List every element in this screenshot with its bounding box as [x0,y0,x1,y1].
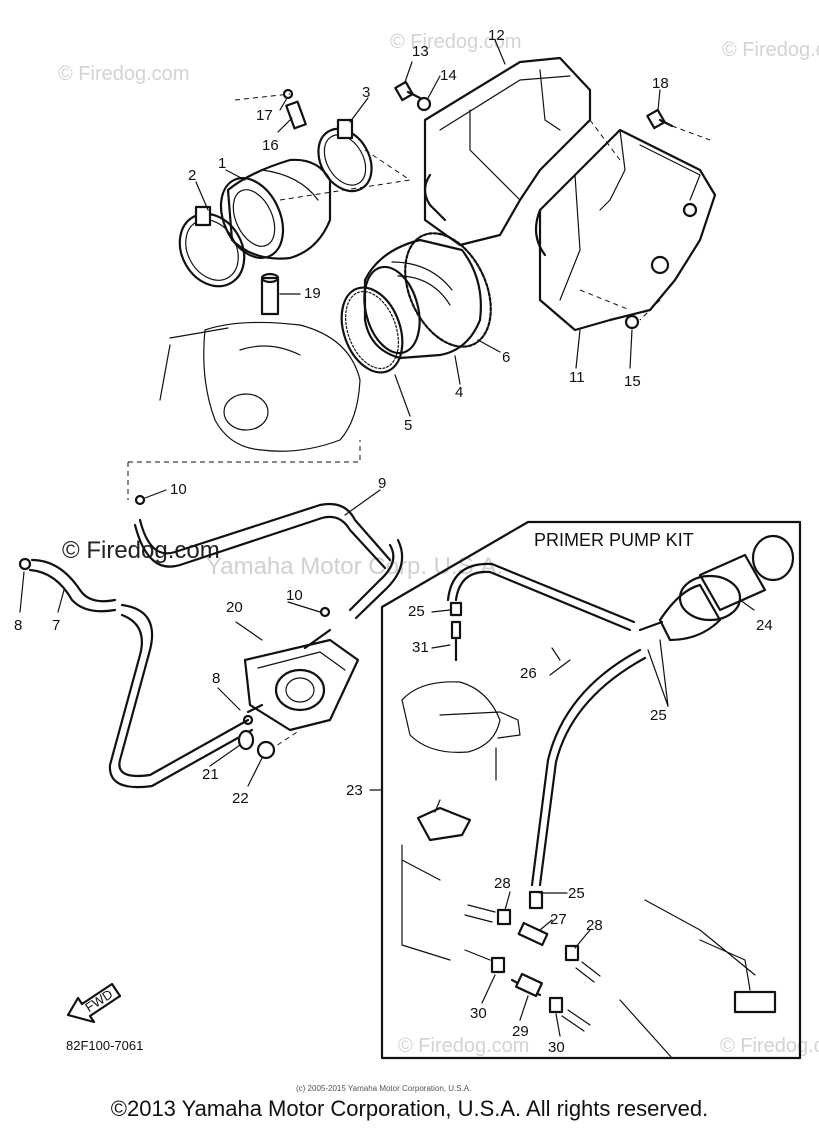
callout-8-pump: 8 [212,670,220,687]
callout-26: 26 [520,665,537,682]
callout-27: 27 [550,911,567,928]
parts-21-22 [237,729,276,760]
part-7-hose [28,558,254,789]
callout-10-mid: 10 [286,587,303,604]
callout-8-left: 8 [14,617,22,634]
primer-pump-kit-box [369,520,802,1060]
part-20-fuel-pump [243,628,360,751]
callout-13: 13 [412,43,429,60]
callout-30-left: 30 [470,1005,487,1022]
part-12-airbox-upper [423,56,621,247]
kit-lower-fittings [401,859,777,1059]
callout-25-right: 25 [650,707,667,724]
part-4-boot [363,238,482,360]
callout-1: 1 [218,155,226,172]
part-5-ring [340,286,404,374]
callout-29: 29 [512,1023,529,1040]
watermark-top-center: © Firedog.com [390,31,521,53]
callout-9: 9 [378,475,386,492]
guide-lines [234,93,661,321]
part-31-fitting [449,601,463,662]
callout-18: 18 [652,75,669,92]
callout-28-right: 28 [586,917,603,934]
part-11-airbox-lower [534,128,717,332]
callout-25-top: 25 [408,603,425,620]
part-19-sleeve [260,272,280,316]
watermark-top-right: © Firedog.com [722,39,819,61]
callouts: 1 2 3 4 5 6 7 8 8 9 10 10 11 12 13 14 15… [14,27,773,1056]
watermark-top-left: © Firedog.com [58,63,189,85]
hardware-13-14-18-15 [394,80,711,330]
callout-12: 12 [488,27,505,44]
callout-14: 14 [440,67,457,84]
callout-15: 15 [624,373,641,390]
watermark-bottom-right: © Firedog.com [720,1035,819,1057]
callout-23: 23 [346,782,363,799]
callout-17: 17 [256,107,273,124]
part-26-hose [446,562,647,887]
callout-5: 5 [404,417,412,434]
callout-2: 2 [188,167,196,184]
kit-engine-outline [401,681,521,881]
part-24-primer-pump [638,534,795,642]
clips-8-10 [18,494,331,726]
leader-lines [19,39,755,1037]
callout-30-right: 30 [548,1039,565,1056]
callout-6: 6 [502,349,510,366]
part-23-carb [416,799,472,842]
callout-19: 19 [304,285,321,302]
part-9-hose [133,502,404,620]
callout-16: 16 [262,137,279,154]
small-copyright: (c) 2005-2015 Yamaha Motor Corporation, … [296,1084,471,1093]
engine-outline [127,321,361,500]
callout-22: 22 [232,790,249,807]
fwd-arrow-icon: FWD [66,982,122,1024]
part-1-joint [219,158,332,260]
callout-10-top: 10 [170,481,187,498]
callout-21: 21 [202,766,219,783]
callout-25-bottom: 25 [568,885,585,902]
callout-31: 31 [412,639,429,656]
callout-7: 7 [52,617,60,634]
part-6-gasket [404,232,492,348]
kit-title: PRIMER PUMP KIT [534,530,694,550]
callout-4: 4 [455,384,463,401]
watermark-bottom-center: © Firedog.com [398,1035,529,1057]
diagram-code: 82F100-7061 [66,1038,143,1053]
part-3-clamp [317,118,373,193]
part-16-bracket [282,88,307,130]
callout-24: 24 [756,617,773,634]
callout-11: 11 [569,369,585,386]
callout-28-left: 28 [494,875,511,892]
callout-3: 3 [362,84,370,101]
copyright-footer: ©2013 Yamaha Motor Corporation, U.S.A. A… [110,1096,709,1121]
watermarks: © Firedog.com © Firedog.com © Firedog.co… [58,31,819,1057]
callout-20: 20 [226,599,243,616]
